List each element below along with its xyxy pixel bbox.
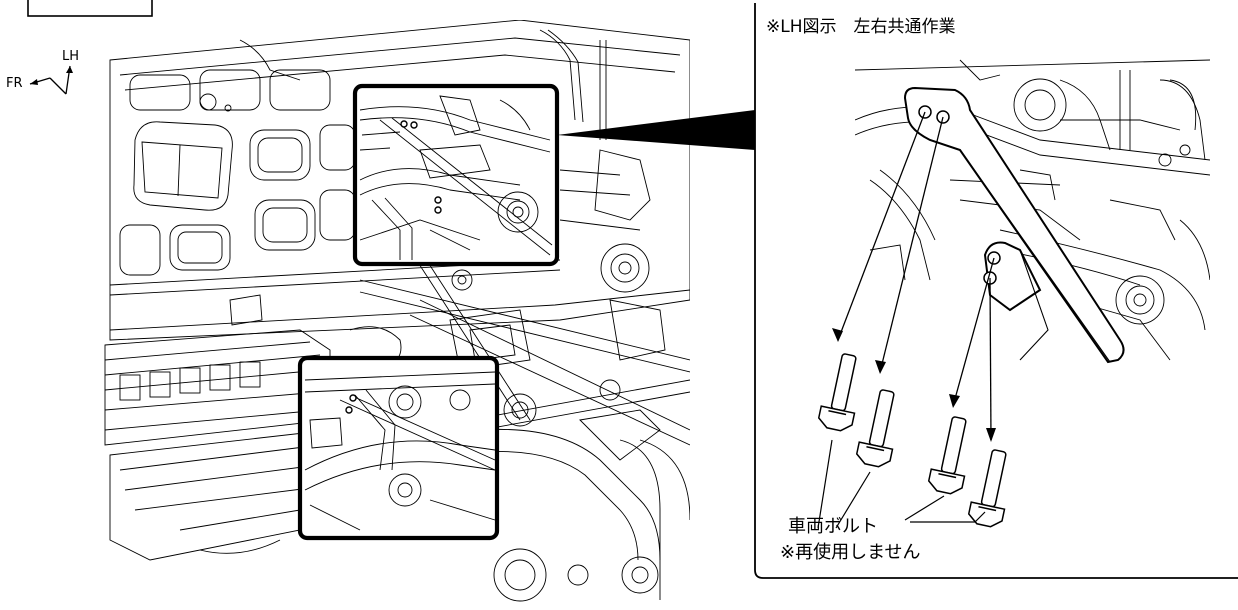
orientation-indicator: LH FR [6, 49, 79, 95]
fr-label: FR [6, 76, 23, 91]
upper-bolt-location-box [352, 83, 560, 267]
bolt-1 [817, 353, 857, 432]
detail-title: ※LH図示 左右共通作業 [766, 17, 956, 37]
bracket-strut [903, 86, 1125, 364]
bolt-3 [927, 416, 967, 495]
vehicle-bolt-label: 車両ボルト [788, 516, 878, 537]
not-reusable-note: ※再使用しません [780, 542, 921, 563]
lower-bolt-location-box [297, 355, 500, 541]
lh-label: LH [62, 49, 79, 64]
corner-label-box [27, 0, 153, 17]
vehicle-bolts [817, 353, 1007, 528]
bolt-2 [855, 389, 895, 468]
callout-pointer [557, 110, 755, 150]
bolt-4 [967, 449, 1007, 528]
bolt-arrows [837, 111, 995, 441]
label-leaders [817, 439, 986, 529]
detail-panel: ※LH図示 左右共通作業 [754, 3, 1238, 579]
